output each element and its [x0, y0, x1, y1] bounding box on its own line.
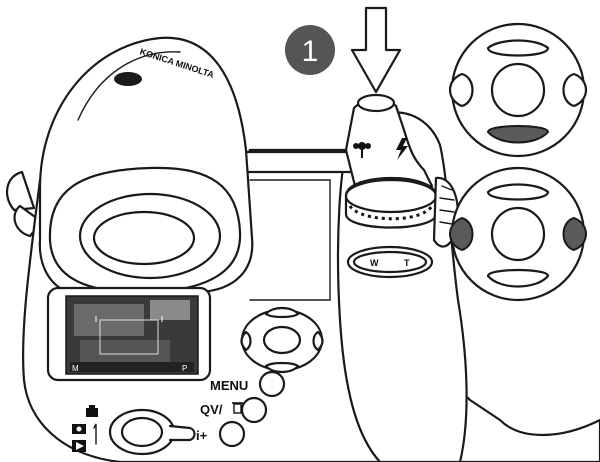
zoom-dial[interactable] [344, 176, 438, 229]
menu-button-label: MENU [210, 378, 248, 393]
zoom-tele-label: T [404, 258, 410, 268]
switch-bracket [93, 423, 97, 445]
lightning-icon [396, 138, 408, 160]
speaker-grille [114, 72, 142, 86]
camera-icon [86, 405, 98, 417]
down-arrow-icon [350, 6, 402, 94]
zoom-lever[interactable] [346, 245, 434, 279]
lcd-monitor: M P [46, 286, 212, 382]
camera-icon-alt [72, 424, 86, 434]
shutter-button[interactable] [356, 93, 396, 113]
controller-diagram-left-right [449, 166, 587, 302]
controller-diagram-down [448, 22, 588, 158]
shutter-housing [344, 93, 434, 192]
menu-button[interactable] [258, 370, 286, 398]
trash-icon [232, 402, 243, 414]
info-button-label: i+ [196, 428, 208, 443]
step-badge: 1 [285, 25, 335, 75]
zoom-wide-label: W [370, 258, 379, 268]
info-button[interactable] [218, 420, 246, 448]
evf-hump [38, 36, 254, 296]
mode-switch[interactable] [108, 408, 196, 456]
flower-icon [353, 142, 371, 158]
play-icon [72, 440, 86, 452]
lcd-status-left: M [72, 364, 79, 373]
lcd-status-right: P [182, 364, 187, 373]
quickview-button[interactable] [240, 396, 268, 424]
quickview-button-label: QV/ [200, 402, 223, 417]
step-number: 1 [302, 35, 319, 68]
back-controller[interactable] [240, 306, 324, 374]
